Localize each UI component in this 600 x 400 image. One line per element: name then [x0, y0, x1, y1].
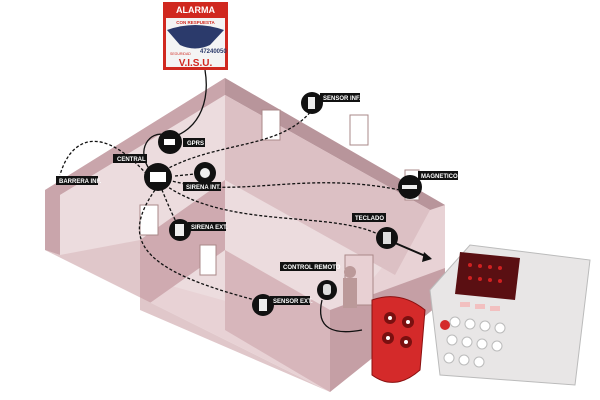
svg-text:CONTROL REMOTO: CONTROL REMOTO [283, 265, 341, 271]
svg-text:MAGNETICO: MAGNETICO [421, 174, 458, 180]
svg-text:SIRENA INT.: SIRENA INT. [186, 185, 221, 191]
remote-control-device [371, 296, 426, 383]
svg-text:47240050: 47240050 [200, 49, 227, 55]
keypad-device [429, 244, 591, 386]
alarm-sign: ALARMA CON RESPUESTA SEGURIDAD 47240050 … [163, 2, 228, 70]
gprs-link [177, 69, 207, 136]
svg-text:SENSOR INF.: SENSOR INF. [323, 96, 361, 102]
svg-text:BARRERA INF.: BARRERA INF. [59, 179, 101, 185]
svg-text:V.I.S.U.: V.I.S.U. [179, 58, 213, 69]
device-labels: BARRERA INF. CENTRAL GPRS SIRENA INT. SI… [56, 93, 458, 305]
svg-text:SENSOR EXT.: SENSOR EXT. [273, 299, 313, 305]
svg-text:CON RESPUESTA: CON RESPUESTA [176, 20, 215, 25]
svg-text:CENTRAL: CENTRAL [117, 157, 146, 163]
svg-text:ALARMA: ALARMA [176, 5, 215, 15]
svg-text:GPRS: GPRS [187, 141, 204, 147]
device-callouts [144, 92, 422, 316]
svg-text:SIRENA EXT.: SIRENA EXT. [191, 225, 228, 231]
svg-text:SEGURIDAD: SEGURIDAD [170, 52, 191, 56]
svg-text:TECLADO: TECLADO [355, 216, 384, 222]
